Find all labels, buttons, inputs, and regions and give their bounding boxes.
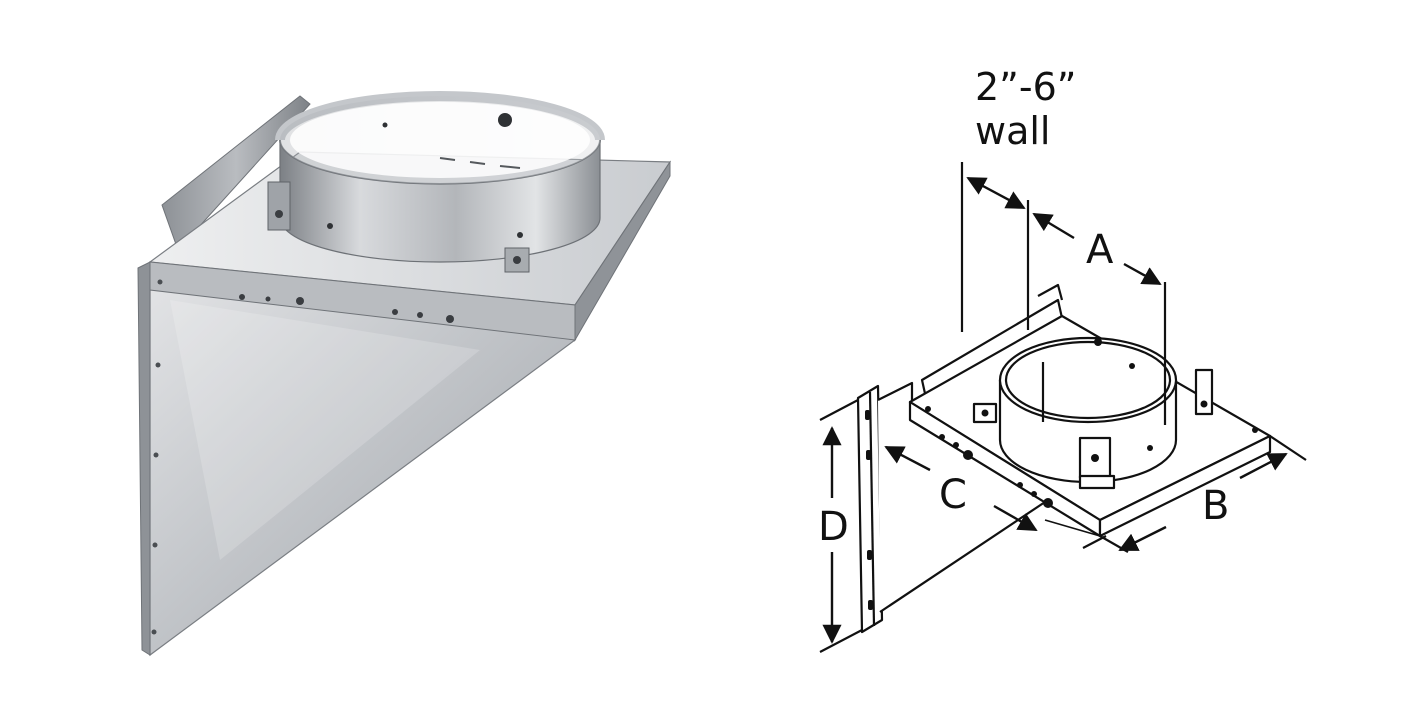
- b-arrow-upper: [1239, 452, 1288, 480]
- wall-support-bracket-illustration: [137, 91, 672, 657]
- label-b: B: [1202, 483, 1229, 529]
- label-d: D: [818, 504, 849, 550]
- dimension-labels: 2”-6” wall A B C D: [818, 65, 1229, 550]
- b-arrow-lower: [1118, 525, 1167, 552]
- dimension-arrows: [822, 176, 1288, 644]
- wall-plate: [856, 384, 884, 634]
- wall-word-label: wall: [975, 109, 1050, 153]
- c-arrow-right: [993, 504, 1038, 532]
- a-arrow-left: [1032, 212, 1075, 240]
- a-arrow-right: [1123, 262, 1162, 286]
- label-a: A: [1086, 227, 1114, 273]
- dimension-line-diagram: [819, 162, 1307, 653]
- label-c: C: [939, 472, 967, 518]
- wall-dimension-arrow: [966, 176, 1026, 210]
- c-arrow-left: [884, 445, 931, 472]
- wall-range-label: 2”-6”: [975, 65, 1076, 109]
